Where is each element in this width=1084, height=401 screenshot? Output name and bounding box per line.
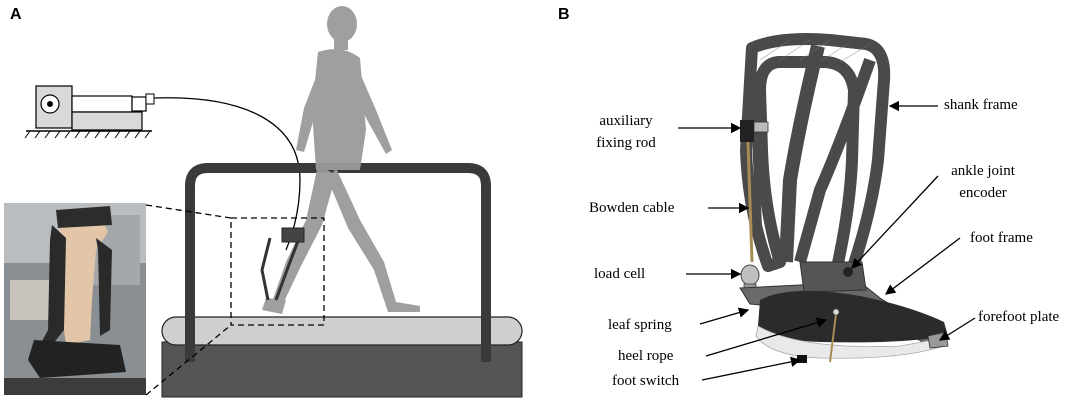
label-forefoot-plate: forefoot plate [978,309,1060,325]
label-shank-frame: shank frame [944,97,1018,113]
zoom-box [145,204,325,396]
photo-inset [4,203,146,395]
exoskeleton-sketch [260,227,305,301]
shoe-drawing [755,290,949,363]
shank-frame-drawing [740,33,891,278]
panel-label-a: A [10,6,22,23]
label-bowden-cable: Bowden cable [589,200,675,216]
label-heel-rope: heel rope [618,348,674,364]
carbon-texture [759,39,871,63]
bowden-cable-line [153,97,301,251]
callout-arrows [678,100,976,381]
label-auxiliary-fixing-rod-line1: auxiliary [599,113,653,129]
label-foot-switch: foot switch [612,373,680,389]
human-silhouette [262,6,420,314]
label-foot-frame: foot frame [970,230,1033,246]
treadmill [161,163,523,398]
label-load-cell: load cell [594,266,646,282]
label-auxiliary-fixing-rod-line2: fixing rod [596,135,656,151]
panel-label-b: B [558,6,570,23]
label-ankle-joint-encoder-line1: ankle joint [951,163,1015,179]
motor-actuator [24,85,155,139]
label-leaf-spring: leaf spring [608,317,672,333]
label-ankle-joint-encoder-line2: encoder [959,185,1007,201]
